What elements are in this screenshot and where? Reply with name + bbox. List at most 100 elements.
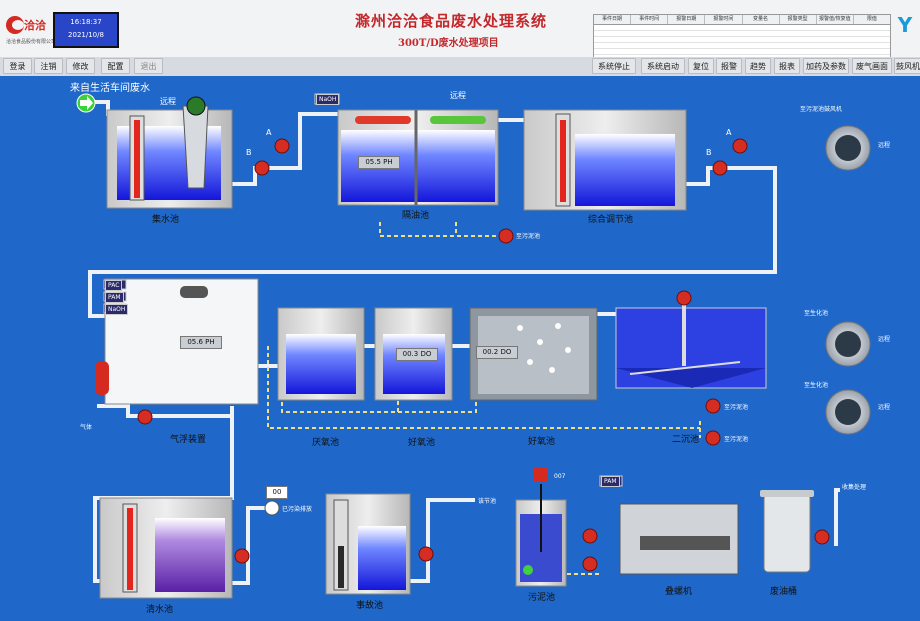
alarm-row[interactable] bbox=[594, 31, 890, 37]
pump-collect[interactable] bbox=[254, 160, 270, 176]
exhaust-screen-button[interactable]: 废气画面 bbox=[852, 58, 892, 74]
alarm-col-header: 报警类型 bbox=[780, 15, 817, 24]
right-logo-mark-icon: Y bbox=[897, 13, 913, 37]
blower-button[interactable]: 鼓风机 bbox=[894, 58, 920, 74]
filter-roller bbox=[186, 96, 206, 116]
alarm-col-header: 报警时间 bbox=[705, 15, 743, 24]
regulating-tank bbox=[523, 109, 687, 211]
sludge-indicator bbox=[523, 565, 533, 575]
tank-water bbox=[155, 518, 225, 592]
pump-sludge-1[interactable] bbox=[582, 528, 598, 544]
exit-button[interactable]: 退出 bbox=[134, 58, 163, 74]
skimmer-red bbox=[355, 116, 411, 124]
anaerobic-do-display: 00.3 DO bbox=[396, 348, 438, 361]
float-tank bbox=[180, 286, 208, 298]
fan1-label: 至污泥池鼓风机 bbox=[800, 106, 843, 113]
inflow-arrow-shape bbox=[80, 96, 93, 110]
clear-water-label: 清水池 bbox=[146, 605, 174, 615]
alarm-row[interactable] bbox=[594, 37, 890, 43]
collect-process-label: 收集处理 bbox=[842, 484, 867, 491]
accident-tank-label: 事故池 bbox=[356, 601, 384, 611]
process-diagram-area: 来自生活车间废水 远程 远程 A B A B 集水池 隔油池 综合调节池 气浮装… bbox=[0, 76, 920, 621]
pump-float[interactable] bbox=[137, 409, 153, 425]
pipe bbox=[93, 406, 234, 583]
alarm-col-header: 事件日期 bbox=[594, 15, 632, 24]
to-sludge-label: 至污泥池 bbox=[516, 233, 541, 240]
tank-water bbox=[286, 334, 356, 394]
air-vessel bbox=[95, 361, 109, 395]
drum-lid bbox=[760, 490, 814, 497]
pump-clear[interactable] bbox=[234, 548, 250, 564]
alarm-col-header: 报警日期 bbox=[668, 15, 706, 24]
oil-separator-tank bbox=[314, 93, 499, 206]
pipe bbox=[232, 112, 338, 186]
alarm-row[interactable] bbox=[594, 25, 890, 31]
remote-label: 远程 bbox=[450, 91, 466, 100]
pump-regulate[interactable] bbox=[712, 160, 728, 176]
float-body bbox=[104, 278, 259, 405]
remote-label: 远程 bbox=[878, 336, 891, 343]
system-stop-button[interactable]: 系统停止 bbox=[592, 58, 636, 74]
level-bar bbox=[134, 120, 140, 198]
report-button[interactable]: 报表 bbox=[774, 58, 800, 74]
valve-b-label: B bbox=[706, 148, 712, 157]
sludge-level-tag: 007 bbox=[554, 473, 566, 480]
discharge-arrow-circle bbox=[264, 500, 280, 516]
dosing-params-button[interactable]: 加药及参数 bbox=[803, 58, 849, 74]
bubble bbox=[565, 347, 571, 353]
fan-3-hub bbox=[835, 399, 861, 425]
config-button[interactable]: 配置 bbox=[101, 58, 130, 74]
pump-regulate-2[interactable] bbox=[732, 138, 748, 154]
screen-filter bbox=[182, 105, 209, 189]
logo-mark-icon bbox=[6, 16, 24, 34]
sludge-tank-label: 污泥池 bbox=[528, 593, 556, 603]
pump-secondary-2[interactable] bbox=[705, 430, 721, 446]
fan2-label: 至生化池 bbox=[804, 310, 829, 317]
alarm-row[interactable] bbox=[594, 49, 890, 55]
blower-fans bbox=[825, 125, 871, 435]
air-line bbox=[379, 222, 500, 237]
drum-body bbox=[763, 493, 811, 573]
to-sludge-label: 至污泥池 bbox=[724, 436, 749, 443]
naoh2-tag: NaOH bbox=[105, 304, 129, 315]
alarm-col-header: 限值 bbox=[866, 16, 877, 22]
tank-water bbox=[383, 334, 445, 394]
mixer-motor bbox=[534, 468, 548, 482]
naoh-tag: NaOH bbox=[316, 94, 340, 105]
bubble bbox=[537, 339, 543, 345]
logout-button[interactable]: 注销 bbox=[34, 58, 63, 74]
reset-button[interactable]: 复位 bbox=[688, 58, 714, 74]
accident-tank bbox=[325, 493, 411, 595]
pam2-tag: PAM bbox=[601, 476, 620, 487]
alarm-button[interactable]: 报警 bbox=[716, 58, 742, 74]
clear-water-tank bbox=[99, 497, 233, 599]
bubble bbox=[555, 323, 561, 329]
valve-b-label: B bbox=[246, 148, 252, 157]
alarm-table[interactable]: 事件日期 事件时间 报警日期 报警时间 变量名 报警类型 报警值/恢复值 限值 bbox=[593, 14, 891, 58]
screw-press-label: 叠螺机 bbox=[665, 587, 693, 597]
system-start-button[interactable]: 系统启动 bbox=[641, 58, 685, 74]
trend-button[interactable]: 趋势 bbox=[745, 58, 771, 74]
modify-button[interactable]: 修改 bbox=[66, 58, 95, 74]
clarifier-arm bbox=[629, 361, 741, 375]
pump-secondary-1[interactable] bbox=[705, 398, 721, 414]
pump-sludge-2[interactable] bbox=[582, 556, 598, 572]
alarm-col-header: 事件时间 bbox=[631, 15, 669, 24]
level-bar bbox=[560, 120, 566, 202]
oil-separator-label: 隔油池 bbox=[402, 211, 430, 221]
alarm-row[interactable] bbox=[594, 43, 890, 49]
pump-collect-2[interactable] bbox=[274, 138, 290, 154]
login-button[interactable]: 登录 bbox=[3, 58, 32, 74]
pump-oil-sludge[interactable] bbox=[498, 228, 514, 244]
pump-accident[interactable] bbox=[418, 546, 434, 562]
system-subtitle: 300T/D废水处理项目 bbox=[398, 38, 499, 49]
pipe bbox=[232, 506, 268, 585]
pump-drum[interactable] bbox=[814, 529, 830, 545]
secondary-clarifier-label: 二沉池 bbox=[672, 435, 700, 445]
aerobic-do-display: 00.2 DO bbox=[476, 346, 518, 359]
logo-subtitle: 洽洽食品股份有限公司 bbox=[6, 39, 57, 45]
oil-drum-label: 废油桶 bbox=[770, 587, 798, 597]
tank-water bbox=[358, 526, 406, 590]
anaerobic-tank bbox=[277, 307, 365, 401]
agitator-clarifier[interactable] bbox=[676, 290, 692, 306]
